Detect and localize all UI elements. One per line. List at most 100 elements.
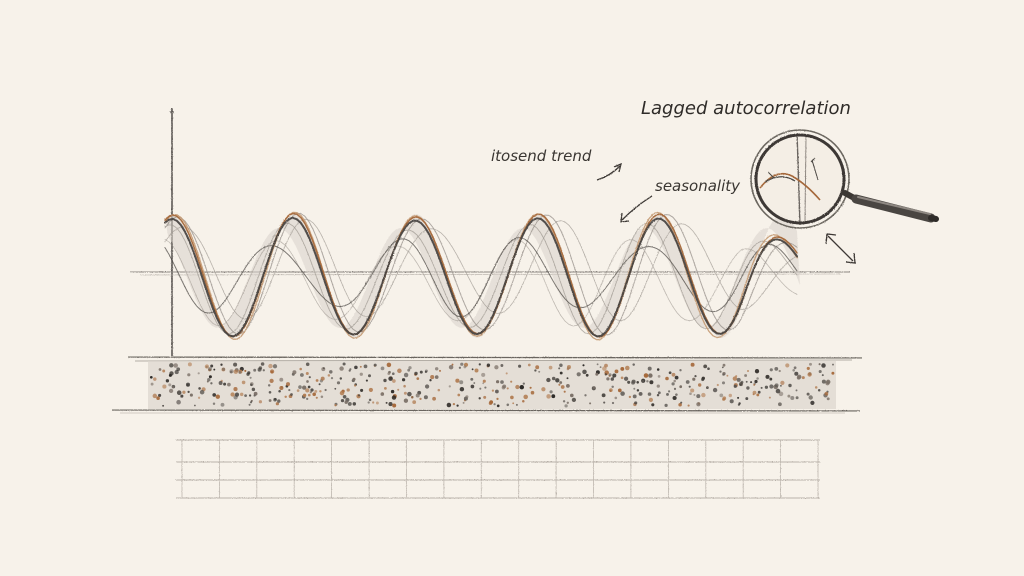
noise-dot <box>787 394 791 398</box>
wave-strand-8 <box>164 216 798 338</box>
band-top-line <box>127 356 863 359</box>
noise-dot <box>198 387 201 390</box>
noise-dot <box>262 369 265 372</box>
noise-dot <box>197 396 201 399</box>
noise-dot <box>474 368 479 373</box>
noise-dot <box>412 400 417 404</box>
noise-dot <box>668 390 671 393</box>
noise-dot <box>315 379 319 382</box>
noise-dot <box>478 397 481 400</box>
noise-dot <box>569 393 574 398</box>
noise-dot <box>385 401 388 404</box>
noise-dot <box>483 395 487 399</box>
noise-dot <box>790 396 795 400</box>
noise-dot <box>817 388 821 392</box>
noise-dot <box>555 378 560 383</box>
noise-dot <box>470 377 474 381</box>
noise-dot <box>208 367 212 372</box>
noise-dot <box>423 395 428 400</box>
noise-dot <box>193 404 196 407</box>
noise-dot <box>484 386 487 389</box>
noise-dot <box>479 387 482 390</box>
noise-dot <box>213 368 216 371</box>
noise-dot <box>248 394 252 397</box>
wave-strand-5 <box>164 237 798 318</box>
noise-dot <box>434 367 439 371</box>
noise-dot <box>407 368 411 372</box>
noise-dot <box>481 372 486 377</box>
noise-dot <box>792 368 796 372</box>
noise-dot <box>794 371 799 376</box>
noise-dot <box>738 402 741 405</box>
noise-dot <box>354 384 357 387</box>
noise-dot <box>162 404 165 407</box>
noise-dot <box>673 379 676 383</box>
noise-dot <box>562 400 566 403</box>
noise-dot <box>153 377 157 381</box>
noise-dot <box>636 381 639 384</box>
noise-dot <box>388 376 393 381</box>
noise-dot <box>744 374 748 377</box>
noise-dot <box>419 370 423 374</box>
noise-dot <box>407 391 412 397</box>
noise-dot <box>359 372 363 376</box>
noise-dot <box>336 381 341 385</box>
noise-dot <box>168 373 172 377</box>
seasonality-label: seasonality <box>655 177 741 195</box>
noise-dot <box>527 363 531 367</box>
noise-dot <box>352 402 357 406</box>
noise-dot <box>535 365 540 370</box>
noise-dot <box>671 372 676 377</box>
noise-dot <box>457 393 461 397</box>
noise-dot <box>174 370 179 375</box>
noise-dot <box>434 375 439 379</box>
noise-dot <box>244 394 247 397</box>
noise-dot <box>403 398 409 403</box>
noise-dot <box>769 377 773 381</box>
noise-dot <box>740 380 744 384</box>
noise-dot <box>408 366 412 370</box>
noise-dot <box>278 389 281 393</box>
noise-dot <box>253 394 256 397</box>
noise-dot <box>168 388 174 394</box>
lagged-autocorrelation-label: Lagged autocorrelation <box>641 98 851 119</box>
noise-dot <box>722 363 726 367</box>
noise-dot <box>716 383 719 387</box>
noise-dot <box>685 380 690 384</box>
noise-dot <box>299 367 302 371</box>
arrow-to-seasonality-icon <box>620 195 653 223</box>
noise-dot <box>754 379 758 384</box>
noise-dot <box>648 373 653 378</box>
noise-dot <box>493 403 496 406</box>
noise-dot <box>416 377 420 380</box>
noise-dot <box>308 376 311 379</box>
noise-dot <box>268 390 272 394</box>
noise-dot <box>529 386 532 389</box>
noise-dot <box>229 369 234 374</box>
noise-dot <box>732 376 738 381</box>
noise-dot <box>690 388 695 393</box>
noise-dot <box>391 395 397 400</box>
noise-dot <box>506 403 510 407</box>
noise-dot <box>215 394 220 399</box>
noise-dot <box>414 371 418 376</box>
noise-dot <box>807 372 812 377</box>
noise-dot <box>392 403 397 408</box>
noise-dot <box>657 391 661 395</box>
noise-dot <box>656 368 660 371</box>
noise-dot <box>549 390 553 394</box>
noise-dot <box>169 363 174 368</box>
noise-dot <box>187 362 192 367</box>
noise-dot <box>541 387 546 392</box>
noise-dot <box>277 399 281 403</box>
noise-dot <box>510 395 514 400</box>
noise-dot <box>821 379 826 384</box>
noise-dot <box>675 393 678 396</box>
noise-dot <box>679 385 683 389</box>
noise-dot <box>582 369 587 375</box>
noise-dot <box>397 388 400 391</box>
noise-dot <box>359 365 362 368</box>
wave-strand-1 <box>164 212 798 336</box>
residual-noise-band <box>111 356 863 414</box>
